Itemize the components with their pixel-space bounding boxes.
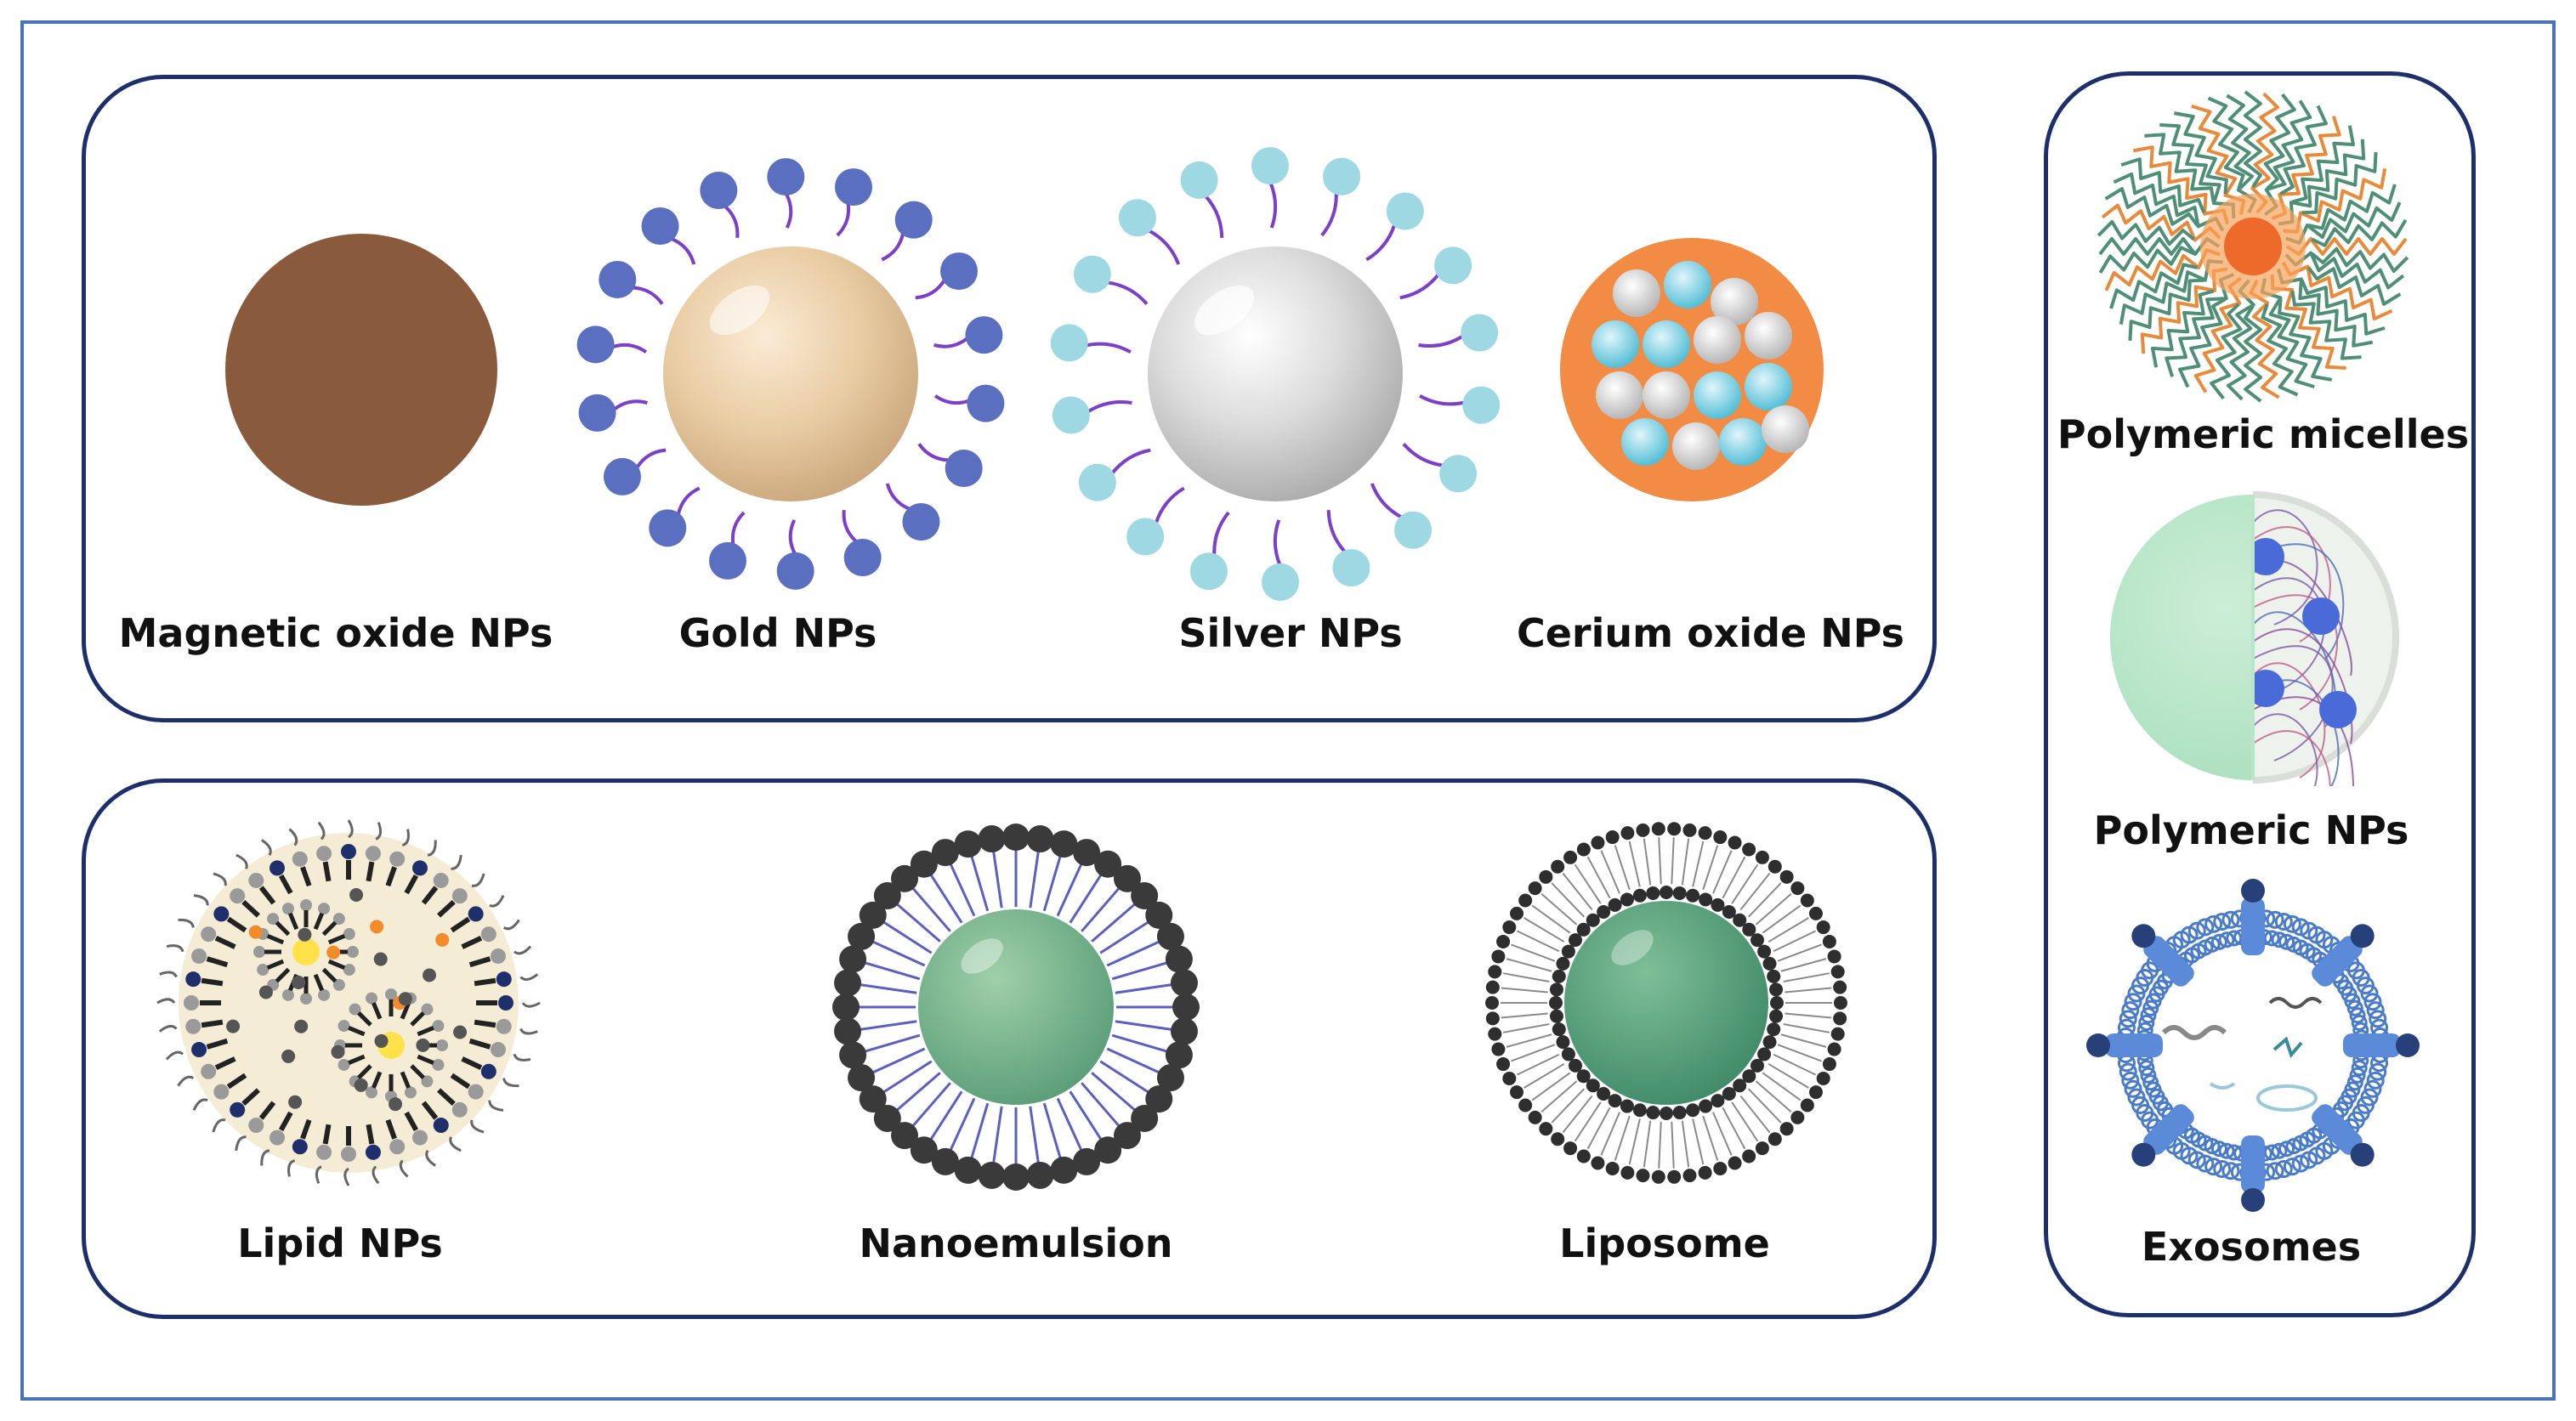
polymeric-nps-label: Polymeric NPs	[2093, 807, 2409, 853]
magnetic-oxide-np-label: Magnetic oxide NPs	[118, 610, 553, 656]
exosome-illustration	[2086, 879, 2420, 1212]
polymeric-micelles-label: Polymeric micelles	[2057, 411, 2470, 457]
lipid-np-label: Lipid NPs	[237, 1220, 443, 1266]
polymeric-micelle-illustration	[2097, 90, 2409, 403]
gold-np-illustration	[576, 158, 1005, 590]
gold-np-label: Gold NPs	[678, 610, 877, 656]
magnetic-oxide-np-illustration	[225, 234, 497, 506]
silver-np-label: Silver NPs	[1178, 610, 1403, 656]
exosomes-label: Exosomes	[2141, 1224, 2362, 1270]
cerium-oxide-np-label: Cerium oxide NPs	[1516, 610, 1905, 656]
cerium-oxide-np-illustration	[1560, 238, 1824, 501]
liposome-label: Liposome	[1559, 1220, 1770, 1266]
polymeric-np-illustration	[2110, 491, 2399, 786]
figure-frame	[20, 20, 2556, 1401]
lipid-np-illustration	[156, 819, 541, 1186]
nanoemulsion-illustration	[832, 824, 1200, 1191]
silver-np-illustration	[1050, 147, 1501, 601]
liposome-illustration	[1485, 822, 1847, 1184]
nanoemulsion-label: Nanoemulsion	[859, 1220, 1173, 1266]
